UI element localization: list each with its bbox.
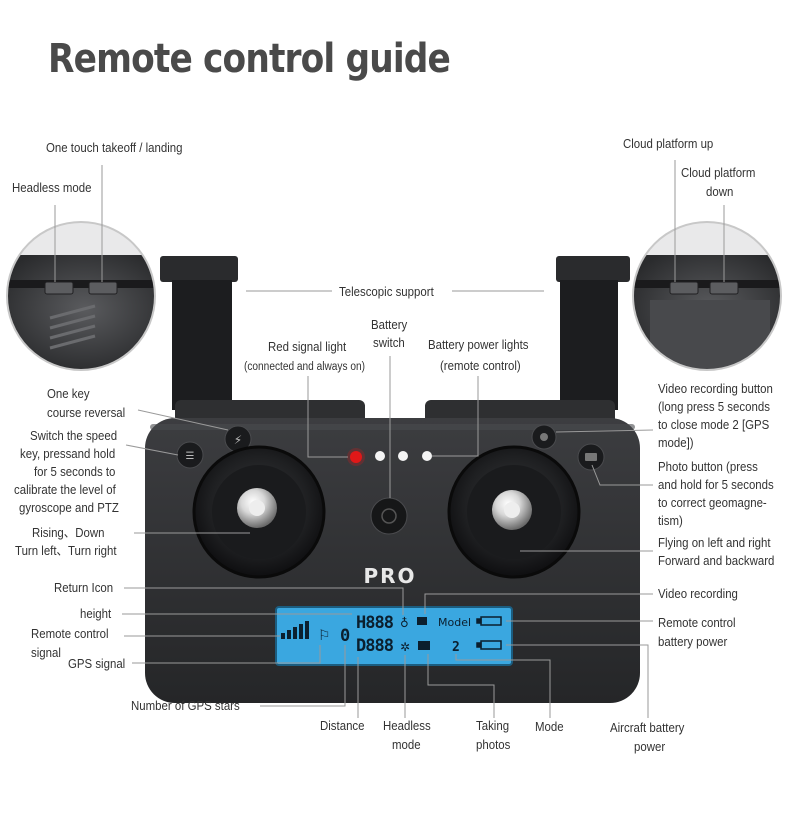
label-one-touch: One touch takeoff / landing [46, 140, 183, 155]
label-photo-btn-3: to correct geomagne- [658, 495, 767, 510]
headless-icon: ✲ [400, 640, 410, 654]
battery-switch-button[interactable] [370, 497, 408, 535]
status-leds [347, 448, 432, 466]
aircraft-battery-icon [476, 640, 502, 650]
label-speed-3: for 5 seconds to [34, 464, 116, 479]
svg-text:⚡: ⚡ [234, 433, 242, 447]
label-video-btn-3: to close mode 2 [GPS [658, 417, 770, 432]
brand-logo: PRO [363, 564, 416, 588]
photo-button[interactable] [577, 443, 605, 471]
label-distance: Distance [320, 718, 365, 733]
label-video-btn-2: (long press 5 seconds [658, 399, 770, 414]
label-flying-1: Flying on left and right [658, 535, 771, 550]
label-red-signal-1: Red signal light [268, 339, 347, 354]
label-battery-switch-2: switch [373, 335, 405, 350]
label-cloud-up: Cloud platform up [623, 136, 714, 151]
rc-battery-icon [476, 616, 502, 626]
label-battery-lights-2: (remote control) [440, 358, 521, 373]
right-joystick[interactable] [447, 445, 581, 579]
label-video-rec: Video recording [658, 586, 738, 601]
left-joystick[interactable] [192, 445, 326, 579]
label-red-signal-2: (connected and always on) [244, 361, 365, 373]
label-taking-1: Taking [476, 718, 510, 733]
label-telescopic: Telescopic support [339, 284, 434, 299]
label-speed-1: Switch the speed [30, 428, 118, 443]
label-speed-2: key, pressand hold [20, 446, 116, 461]
distance-digits: D888 [356, 636, 394, 656]
label-headless-2: mode [392, 737, 421, 752]
label-rc-signal-2: signal [31, 645, 61, 660]
label-rising-1: Rising、Down [32, 525, 105, 540]
camera-icon [418, 641, 430, 650]
page-title: Remote control guide [48, 36, 451, 82]
mode-value: 2 [452, 640, 460, 655]
video-record-button[interactable] [531, 424, 557, 450]
height-digits: H888 [356, 613, 394, 633]
lcd-screen: ⚐ 0 H888 D888 ♁ Model ✲ 2 [275, 606, 513, 666]
speed-button[interactable]: ☰ [176, 441, 204, 469]
zoom-left [7, 222, 155, 370]
label-rc-signal-1: Remote control [31, 626, 109, 641]
label-cloud-down-2: down [706, 184, 734, 199]
gps-stars-value: 0 [340, 626, 350, 646]
label-photo-btn-1: Photo button (press [658, 459, 758, 474]
label-gps-signal: GPS signal [68, 656, 126, 671]
label-speed-5: gyroscope and PTZ [19, 500, 119, 515]
leader-lines [54, 160, 725, 718]
label-battery-switch-1: Battery [371, 317, 408, 332]
video-record-icon [417, 617, 427, 625]
label-course-rev-1: One key [47, 386, 90, 401]
gps-signal-icon: ⚐ [318, 628, 331, 644]
label-battery-lights-1: Battery power lights [428, 337, 529, 352]
label-video-btn-1: Video recording button [658, 381, 773, 396]
label-headless-mode-top: Headless mode [12, 180, 92, 195]
label-mode: Mode [535, 719, 564, 734]
telescopic-supports [160, 256, 630, 410]
rc-signal-bars [281, 621, 309, 639]
label-photo-btn-2: and hold for 5 seconds [658, 477, 774, 492]
label-rc-batt-1: Remote control [658, 615, 736, 630]
label-taking-2: photos [476, 737, 511, 752]
label-cloud-down-1: Cloud platform [681, 165, 756, 180]
label-video-btn-4: mode]) [658, 435, 694, 450]
label-course-rev-2: course reversal [47, 405, 126, 420]
label-rising-2: Turn left、Turn right [15, 543, 117, 558]
svg-text:☰: ☰ [186, 451, 195, 462]
label-photo-btn-4: tism) [658, 513, 683, 528]
label-return-icon: Return Icon [54, 580, 114, 595]
return-icon: ♁ [400, 616, 409, 630]
label-height: height [80, 606, 112, 621]
label-gps-stars: Number of GPS stars [131, 698, 240, 713]
mode-label: Model [438, 616, 471, 629]
label-flying-2: Forward and backward [658, 553, 775, 568]
label-rc-batt-2: battery power [658, 634, 728, 649]
label-aircraft-batt-2: power [634, 739, 666, 754]
label-speed-4: calibrate the level of [14, 482, 116, 497]
label-aircraft-batt-1: Aircraft battery [610, 720, 685, 735]
label-headless-1: Headless [383, 718, 431, 733]
